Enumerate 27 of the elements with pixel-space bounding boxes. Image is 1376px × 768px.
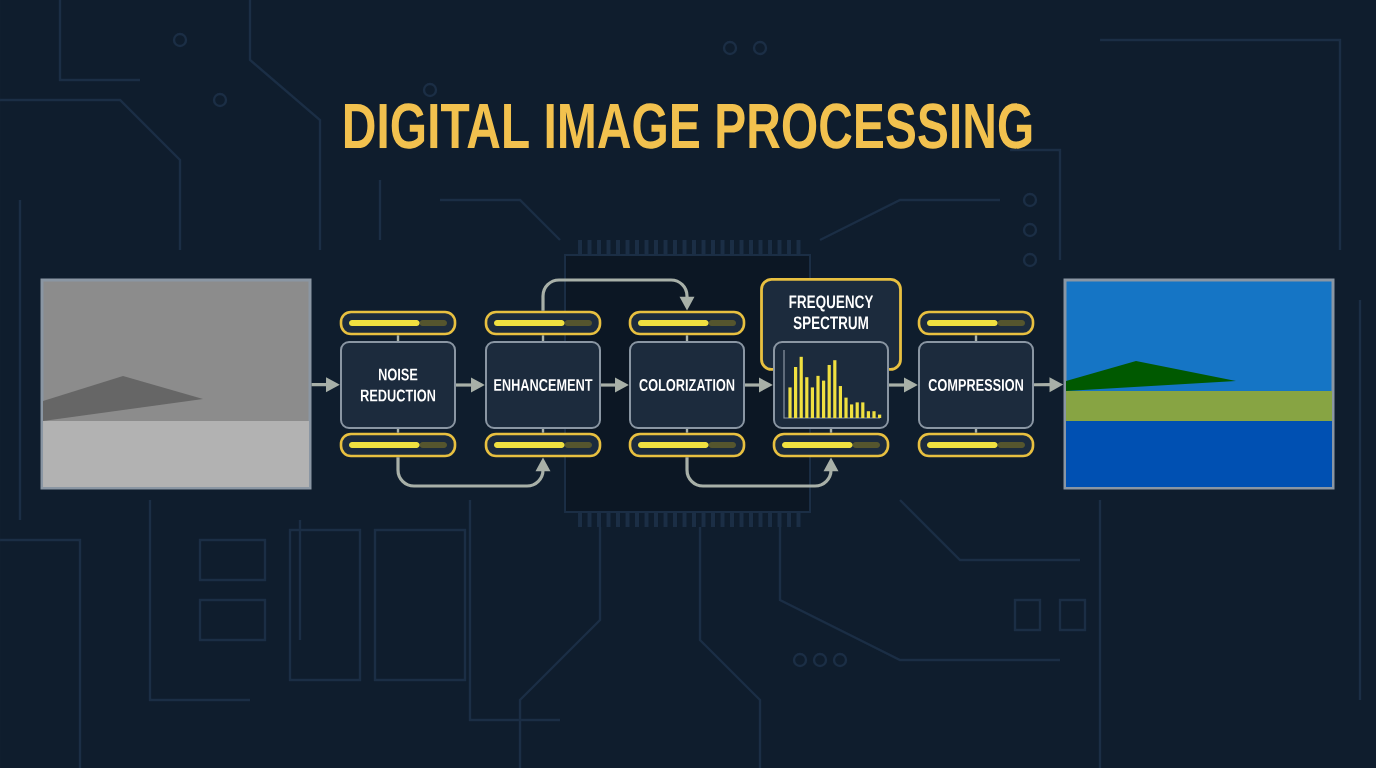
connector-line bbox=[685, 429, 689, 433]
status-bar bbox=[628, 310, 746, 336]
process-box: COMPRESSION bbox=[918, 341, 1034, 429]
connector-line bbox=[396, 335, 400, 341]
status-bar bbox=[917, 310, 1035, 336]
status-bar bbox=[772, 432, 890, 458]
photo bbox=[40, 278, 312, 490]
connector-line bbox=[829, 429, 833, 433]
title: DIGITAL IMAGE PROCESSING bbox=[344, 103, 1032, 149]
connector-line bbox=[685, 335, 689, 341]
connector-line bbox=[974, 429, 978, 433]
arrow bbox=[541, 278, 695, 311]
status-bar bbox=[484, 432, 602, 458]
connector-line bbox=[974, 335, 978, 341]
status-bar bbox=[484, 310, 602, 336]
process-box: ENHANCEMENT bbox=[485, 341, 601, 429]
connector-line bbox=[541, 335, 545, 341]
connector-line bbox=[541, 429, 545, 433]
photo bbox=[1063, 278, 1335, 490]
status-bar bbox=[917, 432, 1035, 458]
connector-line bbox=[396, 429, 400, 433]
process-box: COLORIZATION bbox=[629, 341, 745, 429]
spectrum-chart bbox=[773, 341, 889, 429]
status-bar bbox=[628, 432, 746, 458]
process-box: NOISE REDUCTION bbox=[340, 341, 456, 429]
status-bar bbox=[339, 310, 457, 336]
status-bar bbox=[339, 432, 457, 458]
